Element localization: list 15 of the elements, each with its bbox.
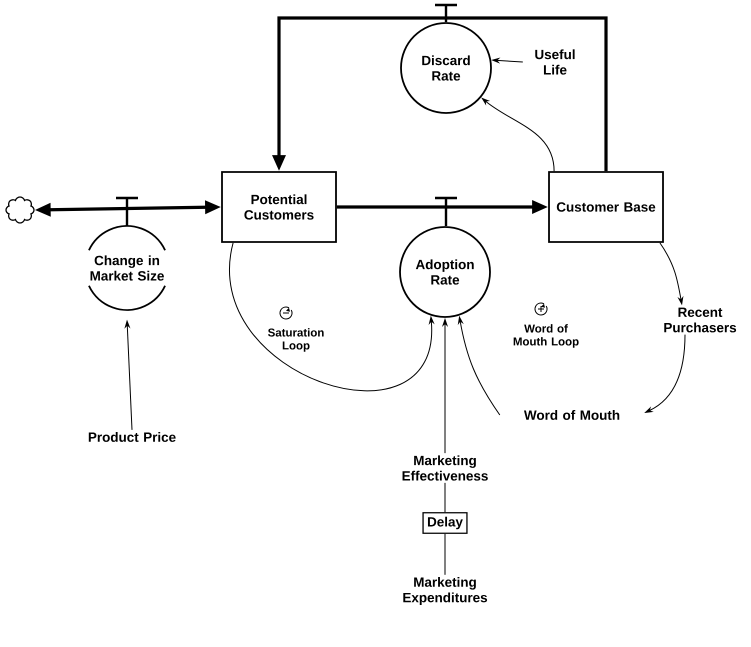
delay-box: Delay: [422, 512, 468, 534]
loop-label: Saturation Loop: [268, 328, 324, 352]
stock-box: Customer Base: [548, 171, 664, 243]
connector-line: [444, 482, 446, 513]
variable-label: Useful Life: [535, 49, 575, 75]
variable-label: Word of Mouth: [524, 410, 620, 420]
loop-label: Word of Mouth Loop: [514, 324, 579, 348]
variable-label: Marketing Effectiveness: [402, 455, 488, 481]
source-cloud: [5, 196, 35, 224]
variable-label: Marketing Expenditures: [403, 577, 488, 605]
variable-label: Recent Purchasers: [664, 308, 736, 332]
rate-valve: Change in Market Size: [88, 225, 166, 311]
stock-box: Potential Customers: [221, 171, 337, 243]
variable-label: Product Price: [88, 432, 176, 442]
connector-line: [444, 533, 446, 576]
